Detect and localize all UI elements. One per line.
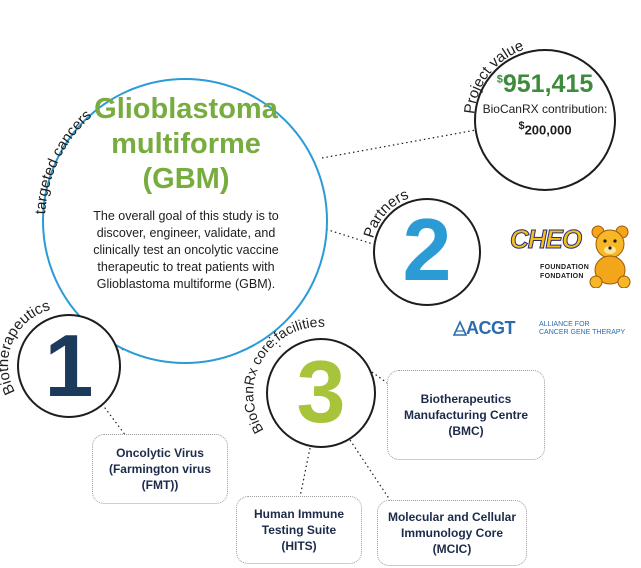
core-facilities-count: 3 (296, 342, 346, 441)
gbm-title-line-2: multiforme (111, 127, 261, 160)
targeted-cancers-label: targeted cancers (32, 107, 95, 215)
amount-value: 951,415 (502, 70, 594, 98)
cheo-wordmark: CHEO (509, 224, 582, 255)
biotherapeutic-box: Oncolytic Virus (Farmington virus (FMT)) (92, 434, 228, 504)
connector-mcic (349, 439, 393, 504)
biotherapeutics-label: Biotherapeutics (0, 297, 52, 397)
contribution-label: BioCanRX contribution: (482, 102, 608, 116)
teddy-bear-icon (589, 225, 631, 288)
acgt-alliance-line: ALLIANCE FOR (539, 321, 590, 328)
facility-box-bmc: Biotherapeutics Manufacturing Centre (BM… (387, 370, 545, 460)
partners-label: Partners (361, 186, 411, 240)
gbm-title-line-3: (GBM) (142, 162, 230, 195)
connector-hits (299, 447, 311, 498)
core-facilities-circle: 3 (266, 338, 376, 448)
cheo-logo: CHEO FOUNDATION FONDATION (509, 224, 634, 290)
connector-partners (321, 227, 377, 246)
facility-box-mcic: Molecular and Cellular Immunology Core (… (377, 500, 527, 566)
contribution-amount: $200,000 (474, 120, 616, 137)
cheo-foundation: FOUNDATION (540, 264, 590, 271)
gbm-circle (42, 78, 328, 364)
contribution-value: 200,000 (524, 122, 572, 138)
gbm-description: The overall goal of this study is to dis… (93, 209, 279, 291)
contribution-currency: $ (518, 120, 525, 132)
partners-circle: 2 (373, 198, 481, 306)
acgt-therapy-line: CANCER GENE THERAPY (539, 329, 626, 336)
project-value-amount: $951,415 (474, 70, 616, 99)
project-value-circle (474, 49, 616, 191)
facility-mcic-label: Molecular and Cellular Immunology Core (… (387, 509, 517, 557)
biotherapeutics-count: 1 (44, 316, 94, 415)
biotherapeutics-circle: 1 (17, 314, 121, 418)
project-value-label: Project value (461, 37, 526, 115)
cheo-fondation: FONDATION (540, 273, 584, 280)
partners-count: 2 (402, 200, 452, 299)
facility-bmc-label: Biotherapeutics Manufacturing Centre (BM… (403, 391, 528, 439)
core-facilities-label: BioCanRx core facilities (240, 314, 325, 437)
facility-hits-label: Human Immune Testing Suite (HITS) (253, 506, 344, 554)
acgt-wordmark: ACGT (466, 318, 516, 338)
oncolytic-virus-label: Oncolytic Virus (Farmington virus (FMT)) (108, 445, 211, 493)
facility-box-hits: Human Immune Testing Suite (HITS) (236, 496, 362, 564)
currency-symbol: $ (496, 73, 503, 86)
gbm-title: Glioblastoma multiforme (GBM) (62, 92, 310, 196)
acgt-icon (452, 320, 468, 336)
connector-core (247, 319, 283, 349)
gbm-title-line-1: Glioblastoma (94, 93, 278, 125)
